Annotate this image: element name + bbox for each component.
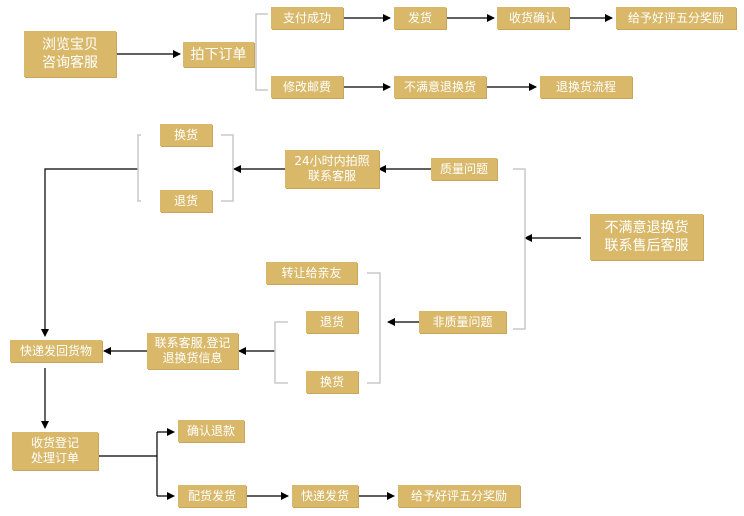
- connectors-top: [116, 14, 613, 91]
- node-exchange-top: 换货: [160, 124, 212, 146]
- node-rate-top: 给予好评五分奖励: [616, 7, 736, 29]
- node-express-ship: 快递发货: [292, 485, 358, 507]
- node-return-top: 退货: [160, 190, 212, 212]
- node-non-quality: 非质量问题: [419, 311, 506, 333]
- node-express-back: 快递发回货物: [10, 340, 102, 362]
- node-browse: 浏览宝贝 咨询客服: [24, 31, 116, 77]
- node-refund: 确认退款: [178, 420, 244, 442]
- node-pay-ok: 支付成功: [271, 7, 343, 29]
- node-confirm: 收货确认: [497, 7, 569, 29]
- node-edit-post: 修改邮费: [271, 76, 343, 98]
- node-exchange-mid: 换货: [306, 371, 358, 393]
- node-quality: 质量问题: [431, 158, 497, 180]
- node-return-flow: 退换货流程: [540, 76, 632, 98]
- node-prep-ship: 配货发货: [178, 485, 246, 507]
- connectors-middle: [41, 165, 581, 429]
- node-unsatisfied: 不满意退换货: [394, 76, 486, 98]
- node-contact-register: 联系客服,登记 退换货信息: [147, 333, 238, 369]
- node-24h-photo: 24小时内拍照 联系客服: [285, 150, 379, 188]
- node-after-sales: 不满意退换货 联系售后客服: [590, 214, 703, 260]
- node-receive-register: 收货登记 处理订单: [12, 432, 98, 470]
- bracket-top: [255, 13, 268, 91]
- bracket-middle: [137, 134, 526, 384]
- connectors-bottom: [98, 428, 395, 500]
- node-ship: 发货: [394, 7, 446, 29]
- node-return-mid: 退货: [306, 311, 358, 333]
- node-order: 拍下订单: [183, 42, 254, 67]
- node-transfer: 转让给亲友: [266, 262, 357, 284]
- node-rate-bottom: 给予好评五分奖励: [398, 485, 520, 507]
